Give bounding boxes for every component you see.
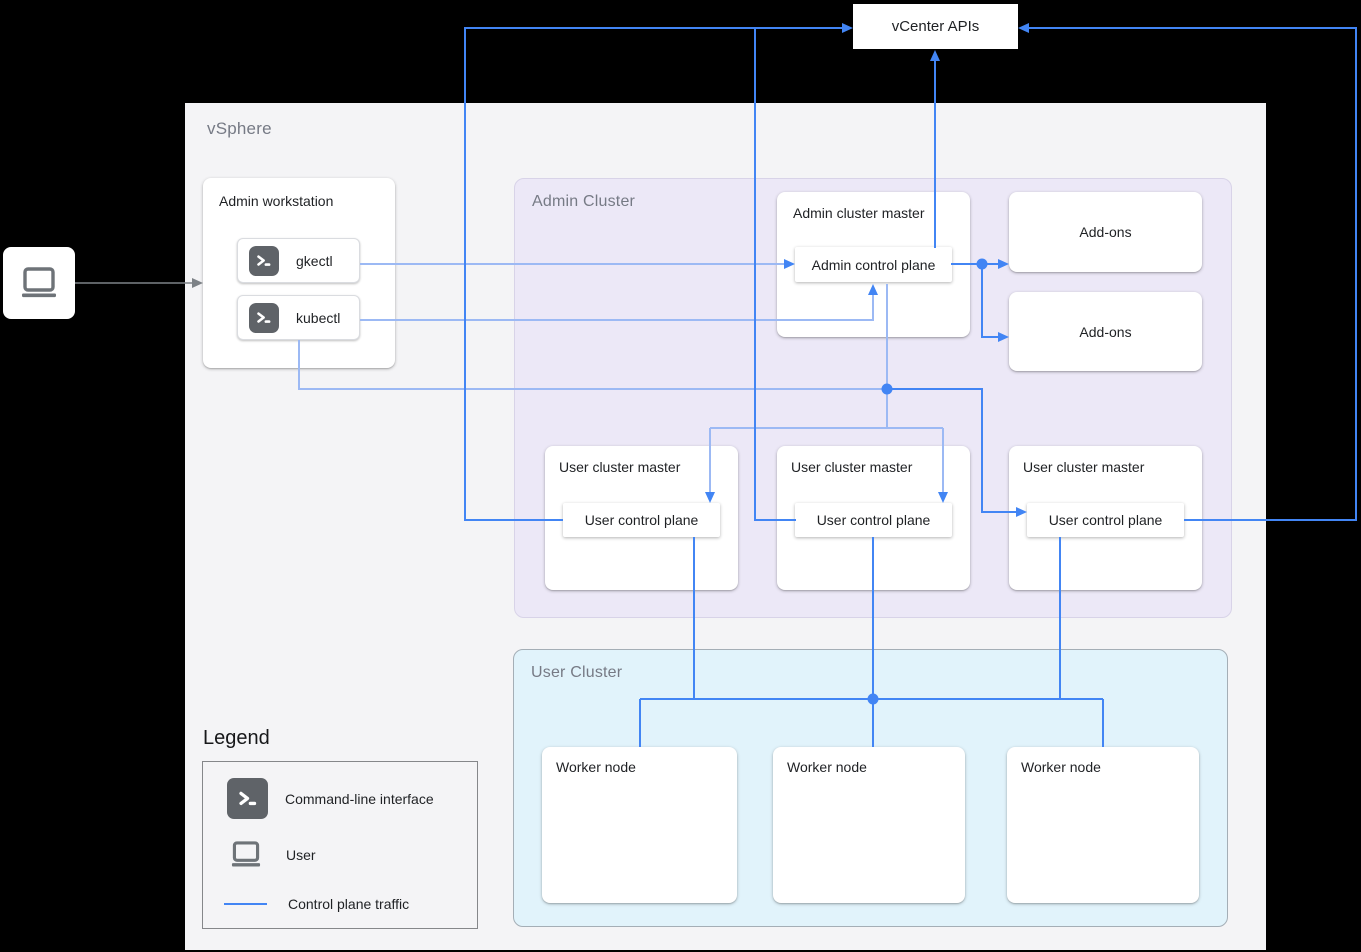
addons-box: Add-ons [1009,292,1202,371]
addons-label: Add-ons [1079,224,1132,240]
user-cluster-master-title: User cluster master [559,459,681,475]
admin-cluster-master-title: Admin cluster master [793,205,925,221]
user-control-plane-box: User control plane [795,503,952,537]
addons-box: Add-ons [1009,192,1202,272]
vsphere-label: vSphere [207,119,272,138]
terminal-icon [249,245,279,276]
worker-node-box: Worker node [1007,747,1199,903]
worker-node-label: Worker node [556,759,636,775]
worker-node-label: Worker node [787,759,867,775]
traffic-line-sample [224,903,267,905]
admin-control-plane-label: Admin control plane [811,256,936,273]
legend-item-user: User [227,838,316,871]
admin-cluster-label: Admin Cluster [532,193,636,210]
user-control-plane-box: User control plane [1027,503,1184,537]
worker-node-box: Worker node [773,747,965,903]
user-control-plane-box: User control plane [563,503,720,537]
worker-node-box: Worker node [542,747,737,903]
user-cluster-master-title: User cluster master [1023,459,1145,475]
vcenter-apis-box: vCenter APIs [853,4,1018,49]
terminal-icon [227,778,268,819]
kubectl-chip: kubectl [237,295,360,340]
user-control-plane-label: User control plane [816,512,931,528]
gkectl-label: gkectl [296,252,333,269]
terminal-icon [249,302,279,333]
laptop-icon [22,267,56,298]
worker-node-label: Worker node [1021,759,1101,775]
legend-item-cli: Command-line interface [227,778,434,819]
legend-box: Command-line interface User Control plan… [202,761,478,929]
user-to-vsphere-arrow [75,278,203,288]
user-icon-box [3,247,75,319]
kubectl-label: kubectl [296,309,341,326]
user-cluster-label: User Cluster [531,664,623,681]
user-control-plane-label: User control plane [1048,512,1163,528]
legend-title: Legend [203,727,270,749]
legend-user-label: User [286,846,316,863]
admin-control-plane-box: Admin control plane [795,247,952,282]
legend-traffic-label: Control plane traffic [288,896,410,912]
legend-cli-label: Command-line interface [285,790,434,807]
laptop-icon [231,841,261,867]
addons-label: Add-ons [1079,323,1132,340]
legend-item-traffic: Control plane traffic [222,890,409,918]
gkectl-chip: gkectl [237,238,360,283]
user-cluster-master-title: User cluster master [791,459,913,475]
admin-workstation-title: Admin workstation [219,193,334,209]
vcenter-apis-label: vCenter APIs [891,18,980,35]
user-control-plane-label: User control plane [584,512,699,528]
